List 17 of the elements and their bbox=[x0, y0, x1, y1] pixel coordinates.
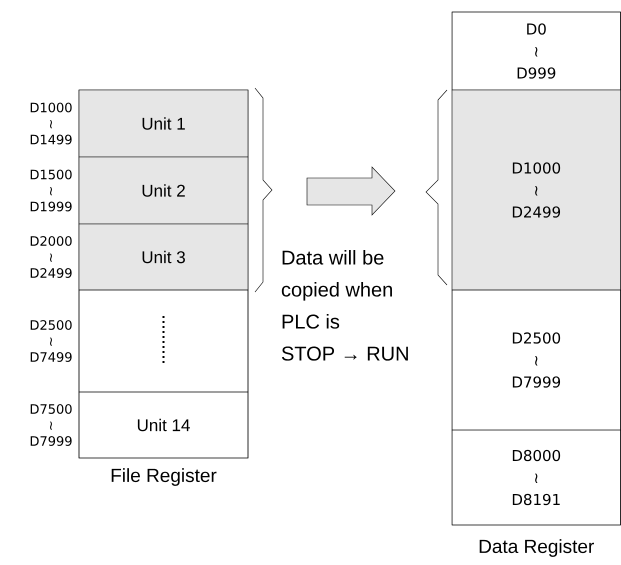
register-cell: Unit 1 bbox=[78, 90, 248, 158]
note: Data will be copied when PLC is STOP → RUN bbox=[282, 250, 408, 361]
address-range: D2000 ≀ D2499 bbox=[30, 236, 72, 278]
register-cell: Unit 3 bbox=[78, 224, 248, 290]
address-range: D1000 ≀ D1499 bbox=[30, 102, 72, 144]
node-label: Data Register bbox=[480, 539, 594, 557]
block-arrow bbox=[306, 166, 396, 216]
register-cell: D1000 ≀ D2499 bbox=[452, 90, 621, 290]
address-range: D2500 ≀ D7499 bbox=[30, 320, 72, 362]
register-cell: Unit 2 bbox=[78, 156, 248, 224]
node-label: File Register bbox=[112, 468, 216, 486]
register-cell: Unit 14 bbox=[78, 392, 248, 458]
address-range: D1500 ≀ D1999 bbox=[30, 170, 72, 212]
register-cell: D0 ≀ D999 bbox=[452, 12, 621, 90]
address-range: D7500 ≀ D7999 bbox=[30, 404, 72, 446]
register-cell: D8000 ≀ D8191 bbox=[452, 430, 621, 526]
register-cell: D2500 ≀ D7999 bbox=[452, 290, 621, 430]
